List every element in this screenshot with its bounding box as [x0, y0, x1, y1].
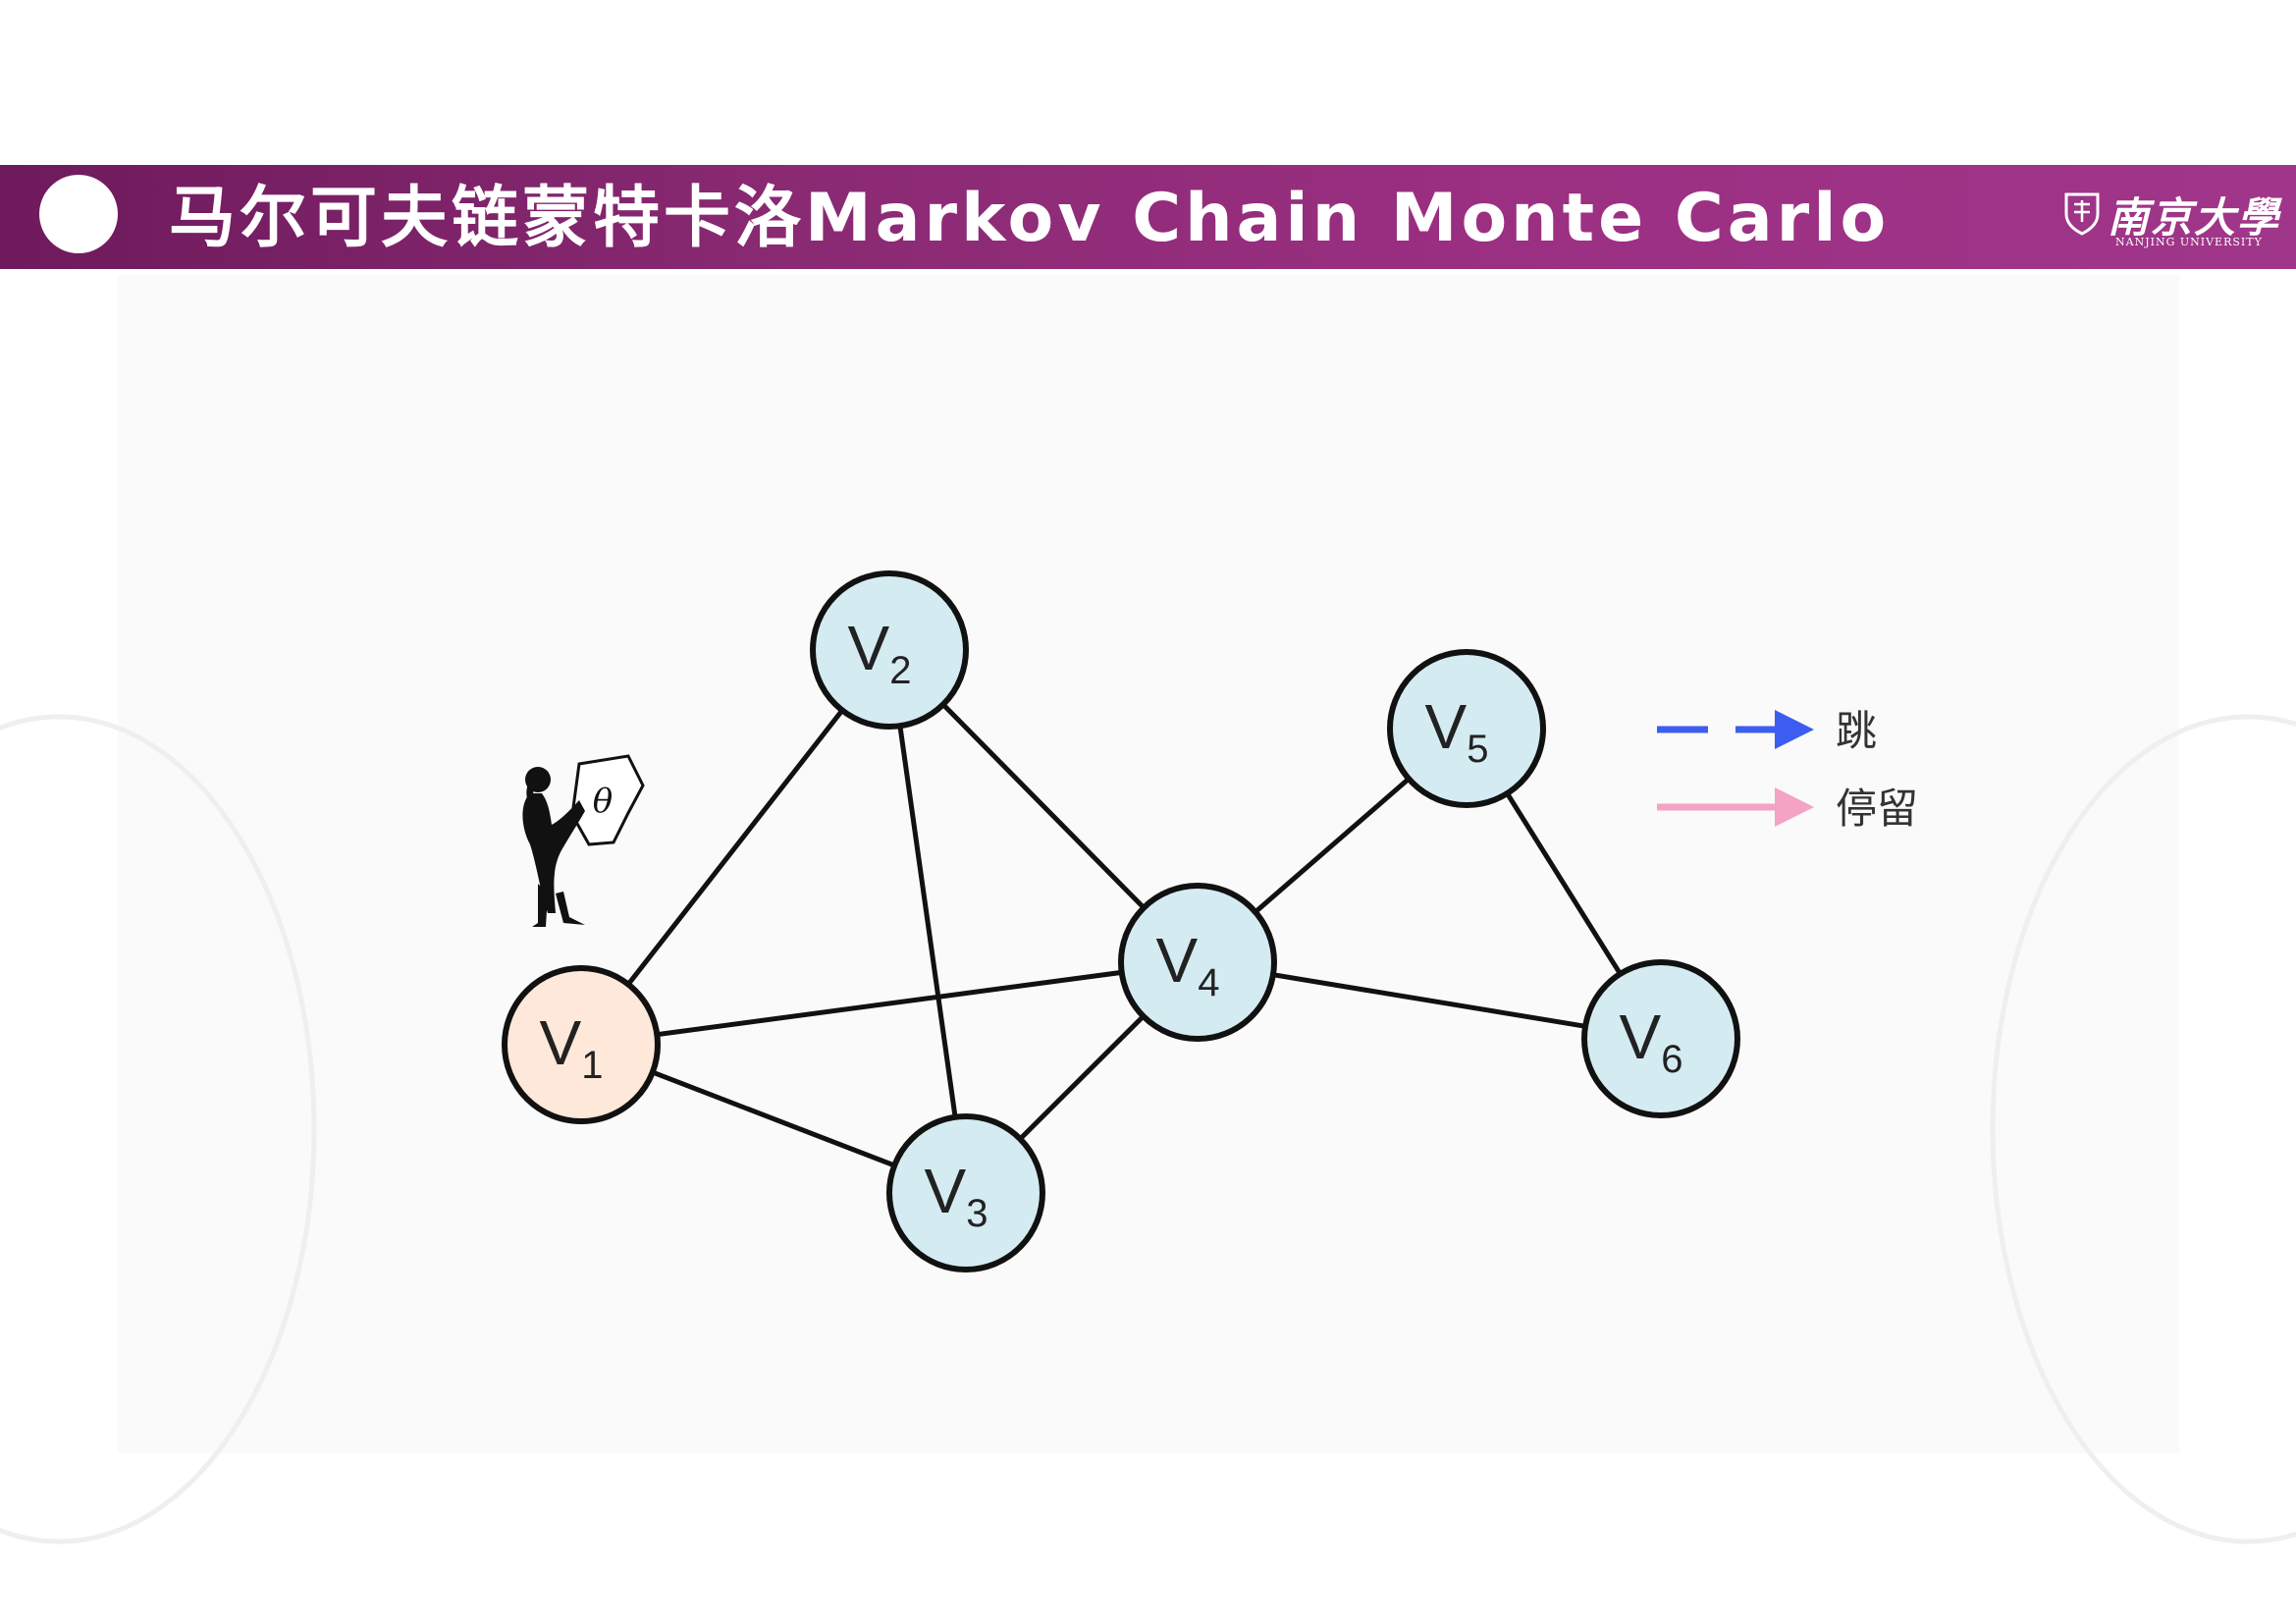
node-circle-v6 — [1581, 959, 1740, 1118]
node-circle-v3 — [886, 1113, 1045, 1272]
shield-icon — [2064, 192, 2100, 236]
legend-jump-label: 跳 — [1836, 707, 1877, 755]
node-subscript-v4: 4 — [1198, 961, 1219, 1004]
legend-stay-arrowhead — [1775, 787, 1814, 827]
legend-jump-arrowhead — [1775, 710, 1814, 749]
node-subscript-v5: 5 — [1467, 728, 1488, 771]
node-circle-v2 — [810, 570, 969, 730]
legend-stay-label: 停留 — [1836, 785, 1918, 833]
node-circle-v4 — [1118, 883, 1277, 1042]
logo-chinese-text: 南京大學 — [2108, 193, 2281, 242]
node-v5: V5 — [1387, 649, 1546, 808]
page-title: 马尔可夫链蒙特卡洛Markov Chain Monte Carlo — [169, 180, 1891, 257]
node-subscript-v2: 2 — [889, 649, 911, 692]
node-v6: V6 — [1581, 959, 1740, 1118]
title-bullet-icon — [39, 175, 118, 253]
edge-v1-v2 — [579, 648, 891, 1047]
university-logo: 南京大學 NANJING UNIVERSITY — [2056, 185, 2278, 255]
node-circle-v5 — [1387, 649, 1546, 808]
node-v1: V1 — [502, 965, 661, 1124]
node-label-v2: V2 — [848, 613, 912, 692]
legend: 跳 停留 — [1657, 707, 1918, 833]
edge-v2-v3 — [886, 649, 969, 1194]
node-v3: V3 — [886, 1113, 1045, 1272]
node-subscript-v3: 3 — [966, 1192, 988, 1235]
theta-symbol: θ — [593, 782, 613, 821]
walker-figure: θ — [522, 754, 645, 927]
title-bar — [0, 165, 2296, 269]
node-v2: V2 — [810, 570, 969, 730]
edge-v1-v4 — [580, 959, 1199, 1048]
node-subscript-v6: 6 — [1661, 1038, 1682, 1081]
node-v4: V4 — [1118, 883, 1277, 1042]
node-subscript-v1: 1 — [581, 1044, 603, 1087]
node-circle-v1 — [502, 965, 661, 1124]
logo-english-text: NANJING UNIVERSITY — [2115, 236, 2263, 248]
